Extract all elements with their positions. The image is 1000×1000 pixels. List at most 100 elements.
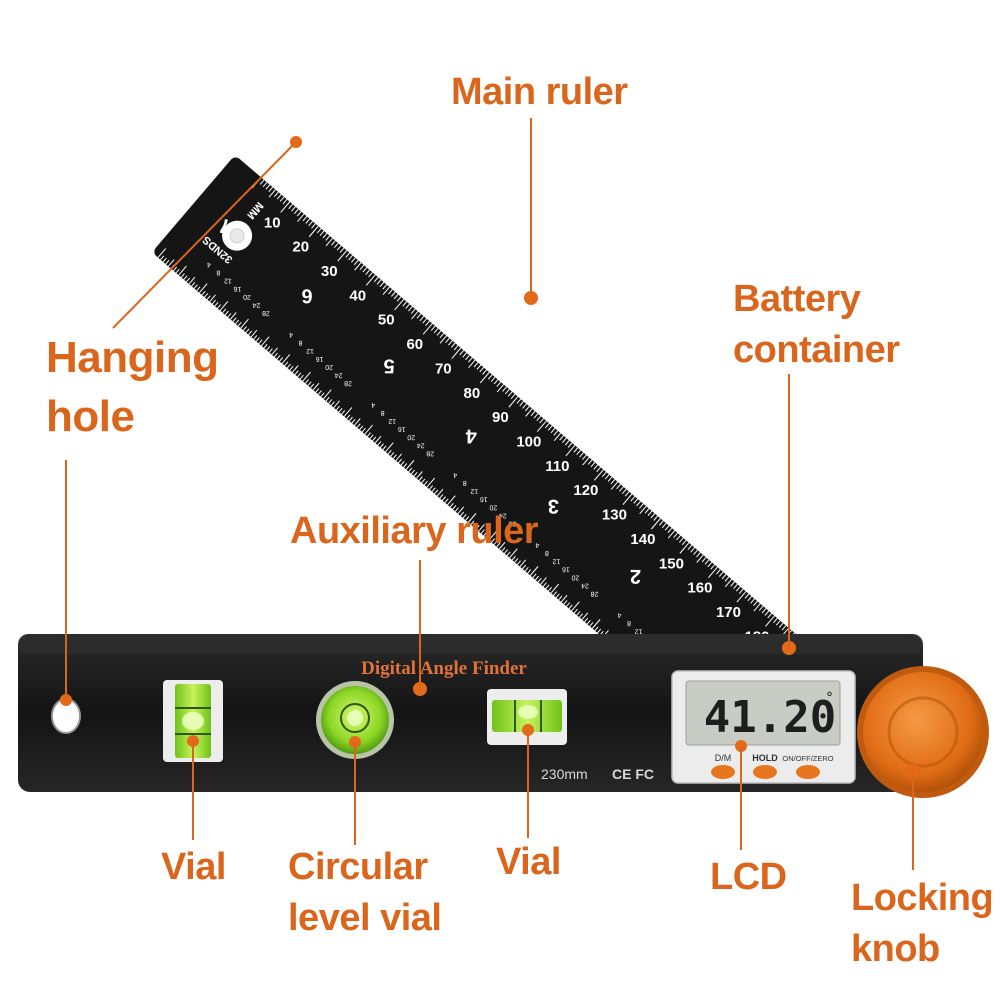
fraction-mark: 28: [344, 379, 352, 386]
onoff-label: ON/OFF/ZERO: [782, 754, 833, 763]
fraction-mark: 16: [233, 285, 241, 292]
inch-number: 6: [301, 284, 312, 306]
hold-label: HOLD: [752, 753, 778, 763]
label-circular-line2: level vial: [288, 897, 442, 940]
fraction-mark: 28: [426, 450, 434, 457]
mm-number: 160: [687, 580, 712, 597]
onoff-zero-button[interactable]: [796, 765, 820, 779]
fraction-mark: 24: [499, 512, 507, 519]
fraction-mark: 8: [463, 479, 467, 486]
mm-number: 130: [602, 507, 627, 524]
fraction-mark: 28: [590, 590, 598, 597]
fraction-mark: 24: [417, 441, 425, 448]
label-auxiliary-ruler: Auxiliary ruler: [290, 510, 539, 552]
mm-number: 170: [716, 604, 741, 621]
label-locking-line2: knob: [851, 928, 940, 971]
label-battery-container: Battery container: [733, 274, 900, 377]
label-main-ruler: Main ruler: [451, 71, 628, 113]
fraction-mark: 4: [453, 471, 457, 478]
fraction-mark: 4: [535, 541, 539, 548]
hold-button[interactable]: [753, 765, 777, 779]
label-locking-knob: Locking knob: [851, 873, 994, 976]
fraction-mark: 16: [398, 425, 406, 432]
inch-number: 7: [219, 214, 230, 236]
mm-scale: [251, 177, 804, 652]
fraction-mark: 24: [335, 371, 343, 378]
label-hanging-hole-line2: hole: [46, 392, 135, 442]
mm-number: 70: [435, 360, 452, 377]
fraction-mark: 12: [635, 627, 643, 634]
label-battery-line2: container: [733, 329, 900, 372]
dm-button[interactable]: [711, 765, 735, 779]
fraction-mark: 20: [407, 433, 415, 440]
vial-left: [163, 680, 223, 762]
fraction-mark: 28: [508, 520, 516, 527]
lcd-degree: °: [826, 690, 833, 706]
circular-level-vial: [316, 681, 394, 759]
mm-number: 80: [463, 385, 480, 402]
mm-number: 100: [516, 433, 541, 450]
mm-number: 50: [378, 312, 395, 329]
cert-text: CE FC: [612, 766, 654, 782]
main-ruler-marker: [524, 291, 538, 305]
fraction-mark: 8: [381, 409, 385, 416]
size-text: 230mm: [541, 766, 588, 782]
mm-number: 120: [573, 482, 598, 499]
label-hanging-hole-line1: Hanging: [46, 333, 219, 382]
label-lcd: LCD: [710, 856, 787, 898]
lcd-screen: [685, 680, 841, 746]
label-vial-left: Vial: [161, 846, 226, 888]
fraction-mark: 16: [316, 355, 324, 362]
label-battery-line1: Battery: [733, 278, 861, 320]
mm-number: 20: [292, 239, 309, 256]
fraction-mark: 20: [489, 503, 497, 510]
vial-right: [487, 689, 567, 745]
fraction-mark: 12: [552, 557, 560, 564]
label-circular-level-vial: Circular level vial: [288, 842, 442, 945]
fraction-mark: 20: [243, 293, 251, 300]
inch-number: 3: [548, 495, 559, 517]
inch-number: 4: [465, 425, 477, 447]
mm-number: 110: [545, 458, 569, 475]
inch-number: 5: [384, 355, 395, 377]
fraction-mark: 8: [545, 549, 549, 556]
fraction-mark: 4: [618, 611, 622, 618]
lcd-reading: 41.20: [704, 692, 836, 743]
fraction-mark: 8: [299, 339, 303, 346]
device-body: Digital Angle Finder: [18, 634, 989, 798]
fraction-mark: 24: [581, 582, 589, 589]
label-circular-line1: Circular: [288, 846, 428, 888]
leader-lines: [65, 118, 914, 870]
locking-knob[interactable]: [857, 666, 989, 798]
fraction-mark: 12: [306, 347, 314, 354]
label-locking-line1: Locking: [851, 877, 994, 919]
mm-number: 150: [659, 555, 684, 572]
fraction-mark: 8: [216, 269, 220, 276]
inch-number: 2: [630, 565, 641, 587]
fraction-mark: 4: [289, 331, 293, 338]
mm-number: 40: [349, 287, 366, 304]
brand-text: Digital Angle Finder: [361, 658, 527, 679]
main-ruler: 1020304050607080901001101201301401501601…: [154, 157, 834, 763]
fraction-mark: 20: [325, 363, 333, 370]
fraction-mark: 12: [470, 487, 478, 494]
mm-number: 140: [630, 531, 655, 548]
fraction-mark: 20: [571, 574, 579, 581]
fraction-mark: 12: [224, 277, 232, 284]
fraction-mark: 24: [252, 301, 260, 308]
fraction-mark: 8: [627, 619, 631, 626]
mm-number: 60: [406, 336, 423, 353]
hanging-hole-ruler-marker: [290, 136, 302, 148]
label-vial-right: Vial: [496, 841, 561, 883]
fraction-mark: 16: [480, 495, 488, 502]
label-hanging-hole: Hanging hole: [46, 328, 219, 447]
lcd-panel: 41.20 ° D/M HOLD ON/OFF/ZERO: [671, 670, 856, 784]
mm-number: 10: [264, 214, 281, 231]
fraction-mark: 4: [371, 401, 375, 408]
dm-label: D/M: [715, 753, 732, 763]
mm-number: 90: [492, 409, 509, 426]
fraction-mark: 12: [388, 417, 396, 424]
leader-hanging-hole-ruler: [112, 141, 297, 329]
mm-number: 30: [321, 263, 338, 280]
fraction-mark: 28: [262, 309, 270, 316]
